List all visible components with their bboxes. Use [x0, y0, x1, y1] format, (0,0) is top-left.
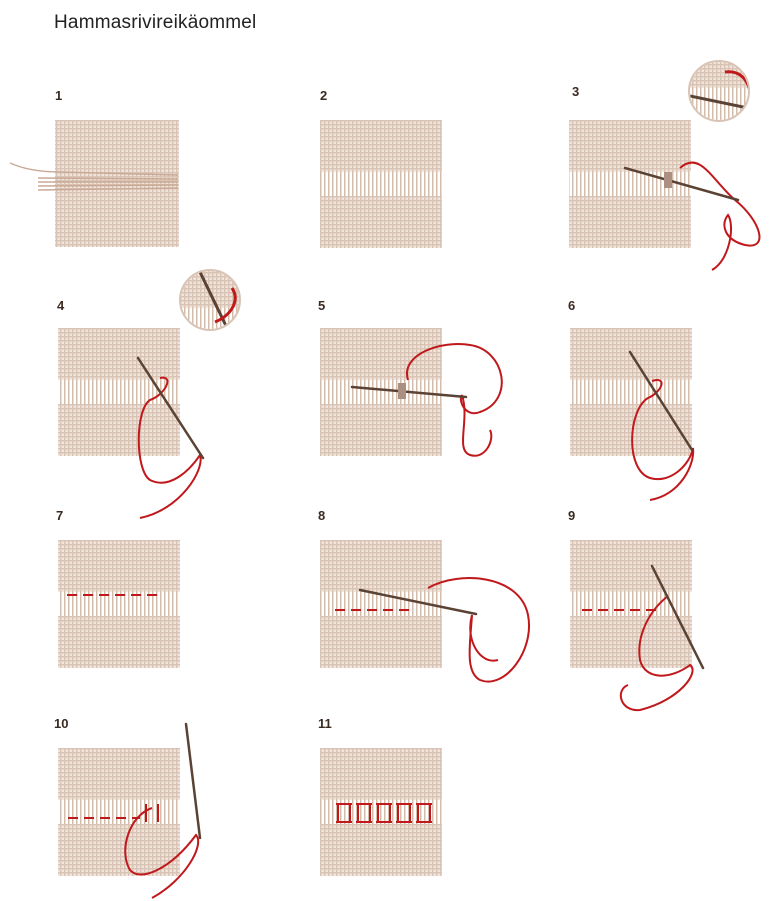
- step-3-illustration: [569, 120, 759, 270]
- step-8-illustration: [320, 540, 529, 682]
- step-9-illustration: [570, 540, 703, 710]
- step-4-illustration: [58, 328, 203, 518]
- step-10-illustration: [58, 724, 200, 898]
- step-5-illustration: [320, 328, 502, 456]
- step-1-illustration: [10, 120, 179, 247]
- step-6-illustration: [570, 328, 693, 500]
- step-7-illustration: [58, 540, 180, 668]
- step-2-illustration: [320, 120, 442, 248]
- step-11-illustration: [320, 748, 442, 876]
- magnifier-icon: [180, 270, 242, 332]
- needle-icon: [186, 724, 200, 838]
- magnifier-icon: [689, 60, 751, 122]
